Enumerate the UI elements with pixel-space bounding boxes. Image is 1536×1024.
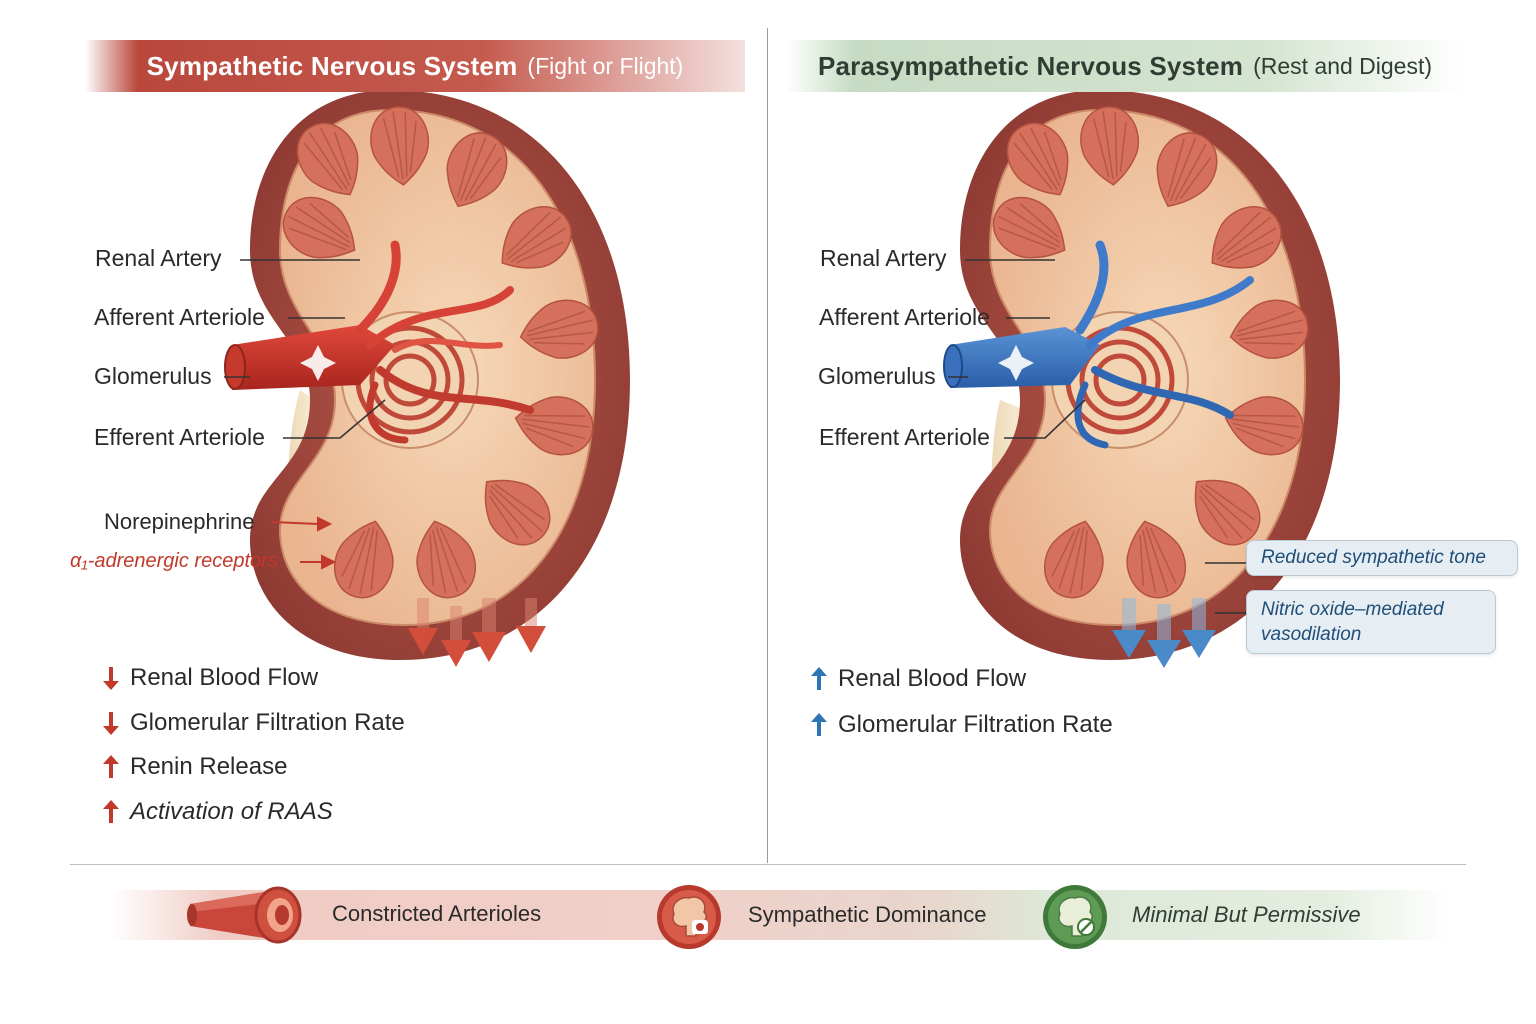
- right-label-glomerulus: Glomerulus: [818, 363, 936, 389]
- left-label-afferent-arteriole: Afferent Arteriole: [94, 304, 265, 330]
- right-label-afferent-arteriole: Afferent Arteriole: [819, 304, 990, 330]
- brain-badge-red-icon: [657, 885, 721, 949]
- right-label-renal-artery: Renal Artery: [820, 245, 947, 271]
- sympathetic-subtitle: (Fight or Flight): [527, 52, 684, 79]
- effect-text: Renal Blood Flow: [838, 665, 1027, 692]
- left-label-efferent-arteriole: Efferent Arteriole: [94, 424, 265, 450]
- up-arrow-icon: [103, 800, 119, 823]
- up-arrow-icon: [811, 713, 827, 736]
- left-label-alpha-receptors: α₁-adrenergic receptors: [70, 550, 278, 572]
- footer-sympathetic-dominance: Sympathetic Dominance: [748, 902, 987, 927]
- effect-text: Glomerular Filtration Rate: [130, 709, 405, 736]
- constricted-arteriole-icon: [187, 886, 302, 944]
- parasympathetic-title: Parasympathetic Nervous System: [817, 50, 1244, 81]
- down-arrow-icon: [103, 712, 119, 735]
- callout-reduced-sympathetic-tone: Reduced sympathetic tone: [1246, 540, 1518, 576]
- parasympathetic-banner: Parasympathetic Nervous System (Rest and…: [785, 40, 1465, 92]
- left-label-renal-artery: Renal Artery: [95, 245, 222, 271]
- up-arrow-icon: [103, 755, 119, 778]
- effect-text: Renin Release: [130, 753, 288, 780]
- left-effect-renin-release: Renin Release: [100, 753, 287, 781]
- left-effect-gfr: Glomerular Filtration Rate: [100, 709, 405, 737]
- left-label-norepinephrine: Norepinephrine: [104, 509, 255, 534]
- footer-minimal-but-permissive: Minimal But Permissive: [1132, 902, 1361, 927]
- left-label-glomerulus: Glomerulus: [94, 363, 212, 389]
- footer-strip-middle: [660, 890, 1040, 940]
- parasympathetic-subtitle: (Rest and Digest): [1253, 52, 1433, 79]
- left-effect-renal-blood-flow: Renal Blood Flow: [100, 664, 318, 692]
- sympathetic-banner: Sympathetic Nervous System (Fight or Fli…: [85, 40, 745, 92]
- sympathetic-title: Sympathetic Nervous System: [146, 50, 518, 81]
- brain-badge-green-icon: [1043, 885, 1107, 949]
- up-arrow-icon: [811, 667, 827, 690]
- callout-nitric-oxide-vasodilation: Nitric oxide–mediated vasodilation: [1246, 590, 1496, 654]
- right-label-efferent-arteriole: Efferent Arteriole: [819, 424, 990, 450]
- footer-divider: [70, 864, 1466, 865]
- right-effect-renal-blood-flow: Renal Blood Flow: [808, 665, 1026, 693]
- footer-strip-right: [1040, 890, 1450, 940]
- effect-text: Glomerular Filtration Rate: [838, 711, 1113, 738]
- footer-constricted-arterioles: Constricted Arterioles: [332, 901, 542, 926]
- left-effect-raas: Activation of RAAS: [100, 798, 333, 826]
- effect-text: Activation of RAAS: [130, 798, 333, 825]
- panel-divider: [767, 28, 768, 863]
- effect-text: Renal Blood Flow: [130, 664, 319, 691]
- down-arrow-icon: [103, 667, 119, 690]
- right-effect-gfr: Glomerular Filtration Rate: [808, 711, 1113, 739]
